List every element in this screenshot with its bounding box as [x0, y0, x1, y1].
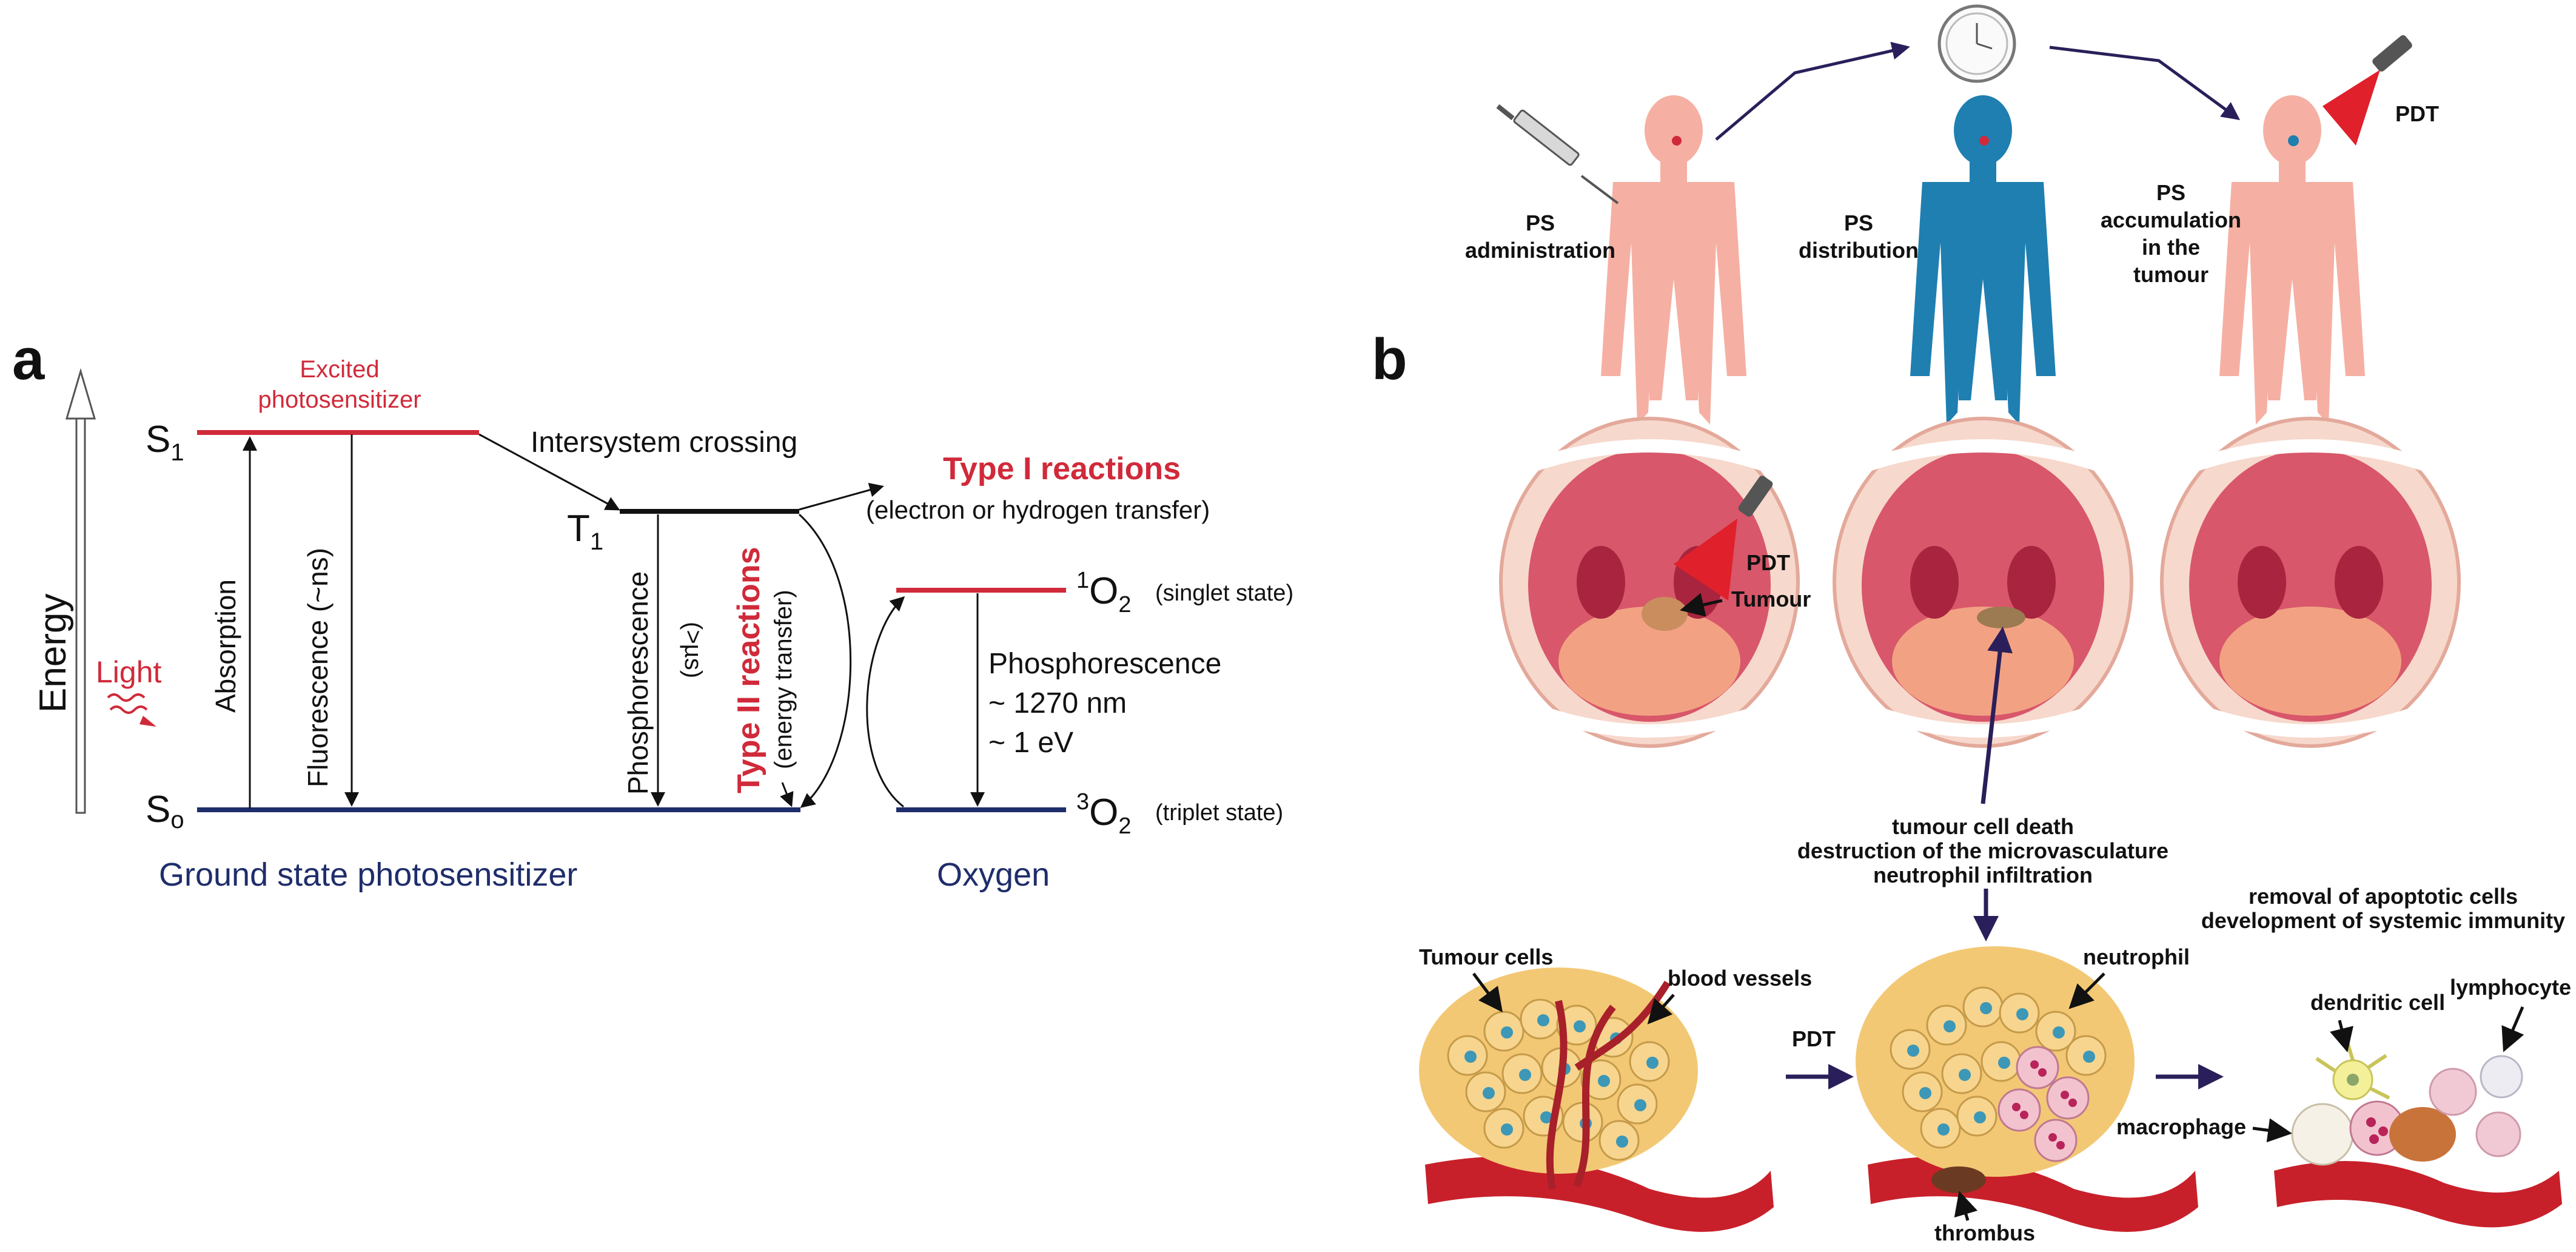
syringe-icon [1496, 104, 1619, 204]
lymphocyte-shape-2 [2480, 1055, 2523, 1099]
dendritic-cell-pointer [2330, 1020, 2353, 1052]
ps-accumulation-label-4: tumour [2133, 262, 2209, 287]
immune-cells-cluster [2274, 1040, 2562, 1228]
oxygen-phosphorescence-label-2: ~ 1270 nm [988, 687, 1127, 719]
type-2-down-arrow [780, 782, 794, 807]
effects-label-2: destruction of the microvasculature [1797, 838, 2168, 863]
oxygen-label: Oxygen [937, 857, 1050, 893]
t1-phosphorescence-label: Phosphorescence [622, 571, 654, 795]
absorption-label: Absorption [210, 579, 241, 713]
triplet-state-label: (triplet state) [1155, 800, 1283, 826]
ps-accumulation-label-1: PS [2156, 180, 2185, 205]
lymphocyte-shape-1 [2429, 1068, 2477, 1116]
body-figure-administration [1601, 95, 1746, 425]
macrophage-pointer [2252, 1118, 2292, 1143]
dendritic-cell-label: dendritic cell [2310, 990, 2445, 1015]
lymphocyte-pointer [2501, 1006, 2524, 1052]
laser-device-icon-top [2323, 35, 2412, 146]
s0-label: So [146, 789, 184, 833]
clock-icon [1937, 4, 2016, 83]
light-label: Light [96, 655, 162, 689]
oxygen-phosphorescence-label-3: ~ 1 eV [988, 727, 1073, 759]
singlet-oxygen-label: 1O2 [1076, 568, 1132, 618]
mouth-illustration-treated [1833, 417, 2133, 748]
t1-phosphorescence-time: (>µs) [680, 622, 706, 678]
arrow-tumour-to-effects [1981, 627, 2013, 804]
energy-transfer-curve-right [866, 596, 905, 808]
pdt-mouth-label: PDT [1746, 550, 1790, 575]
lymphocyte-label: lymphocyte [2450, 975, 2571, 1000]
blood-vessels-label: blood vessels [1668, 966, 1812, 991]
tumour-cell-cluster [1419, 968, 1774, 1232]
tumour-label: Tumour [1731, 587, 1811, 611]
panel-a-letter: a [12, 327, 45, 392]
type-2-subtitle: (energy transfer) [770, 590, 797, 769]
macrophage-shape [2291, 1103, 2354, 1166]
excited-photosensitizer-label-2: photosensitizer [258, 386, 421, 413]
thrombus-pointer [1954, 1191, 1978, 1221]
arrow-distribution-to-accumulation [2049, 45, 2241, 120]
ps-accumulation-label-2: accumulation [2101, 207, 2241, 232]
type-1-title: Type I reactions [943, 451, 1181, 486]
pdt-cells-label: PDT [1792, 1026, 1836, 1051]
ps-administration-label-2: administration [1465, 238, 1615, 263]
thrombus-label: thrombus [1934, 1220, 2035, 1245]
fluorescence-label: Fluorescence (~ns) [302, 548, 334, 787]
mouth-illustration-pdt [1499, 417, 1800, 748]
immune-label-1: removal of apoptotic cells [2249, 884, 2518, 909]
type-1-arrow [799, 483, 884, 511]
immune-label-2: development of systemic immunity [2201, 908, 2565, 933]
type-2-title: Type II reactions [731, 547, 766, 793]
panel-b-letter: b [1372, 327, 1407, 392]
ps-distribution-label-1: PS [1844, 210, 1873, 235]
dendritic-cell-shape [2315, 1040, 2390, 1100]
ground-state-label: Ground state photosensitizer [159, 857, 577, 893]
intersystem-crossing-label: Intersystem crossing [531, 426, 797, 459]
t1-label: T1 [567, 508, 603, 555]
tumour-cells-pointer [1472, 972, 1503, 1012]
panel-b-pdt-illustration: b [1372, 4, 2571, 1245]
ps-distribution-label-2: distribution [1799, 238, 1919, 263]
energy-transfer-curve-left [798, 513, 852, 808]
macrophage-label: macrophage [2116, 1114, 2246, 1139]
mouth-illustration-healed [2160, 417, 2461, 748]
singlet-state-label: (singlet state) [1155, 581, 1293, 606]
ps-administration-label-1: PS [1526, 210, 1555, 235]
energy-label: Energy [32, 594, 74, 713]
body-figure-distribution [1910, 95, 2056, 425]
tumour-pointer-arrow [1680, 593, 1723, 617]
energy-axis-arrow [65, 368, 96, 814]
type-1-subtitle: (electron or hydrogen transfer) [866, 496, 1210, 524]
treated-cell-cluster [1856, 946, 2198, 1232]
pdt-top-label: PDT [2395, 101, 2439, 126]
panel-a-jablonski-diagram: a Energy Light S1 So Excited photosensit… [12, 327, 1293, 893]
lymphocyte-shape-3 [2475, 1111, 2521, 1157]
neutrophil-label: neutrophil [2083, 944, 2190, 969]
excited-photosensitizer-label-1: Excited [300, 356, 379, 383]
light-wave-icon [107, 693, 156, 727]
laser-device-icon-mouth [1674, 476, 1773, 601]
oxygen-phosphorescence-label-1: Phosphorescence [988, 648, 1221, 680]
s1-label: S1 [146, 419, 184, 466]
intersystem-crossing-arrow [478, 433, 620, 511]
neutrophil-pointer [2068, 972, 2105, 1009]
effects-label-3: neutrophil infiltration [1873, 863, 2093, 887]
arrow-admin-to-distribution [1715, 41, 1910, 141]
ps-accumulation-label-3: in the [2142, 235, 2200, 260]
blood-vessels-pointer [1647, 994, 1675, 1025]
tumour-cells-label: Tumour cells [1419, 944, 1553, 969]
effects-label-1: tumour cell death [1892, 814, 2074, 839]
triplet-oxygen-label: 3O2 [1076, 789, 1132, 839]
body-figure-accumulation [2219, 95, 2365, 425]
